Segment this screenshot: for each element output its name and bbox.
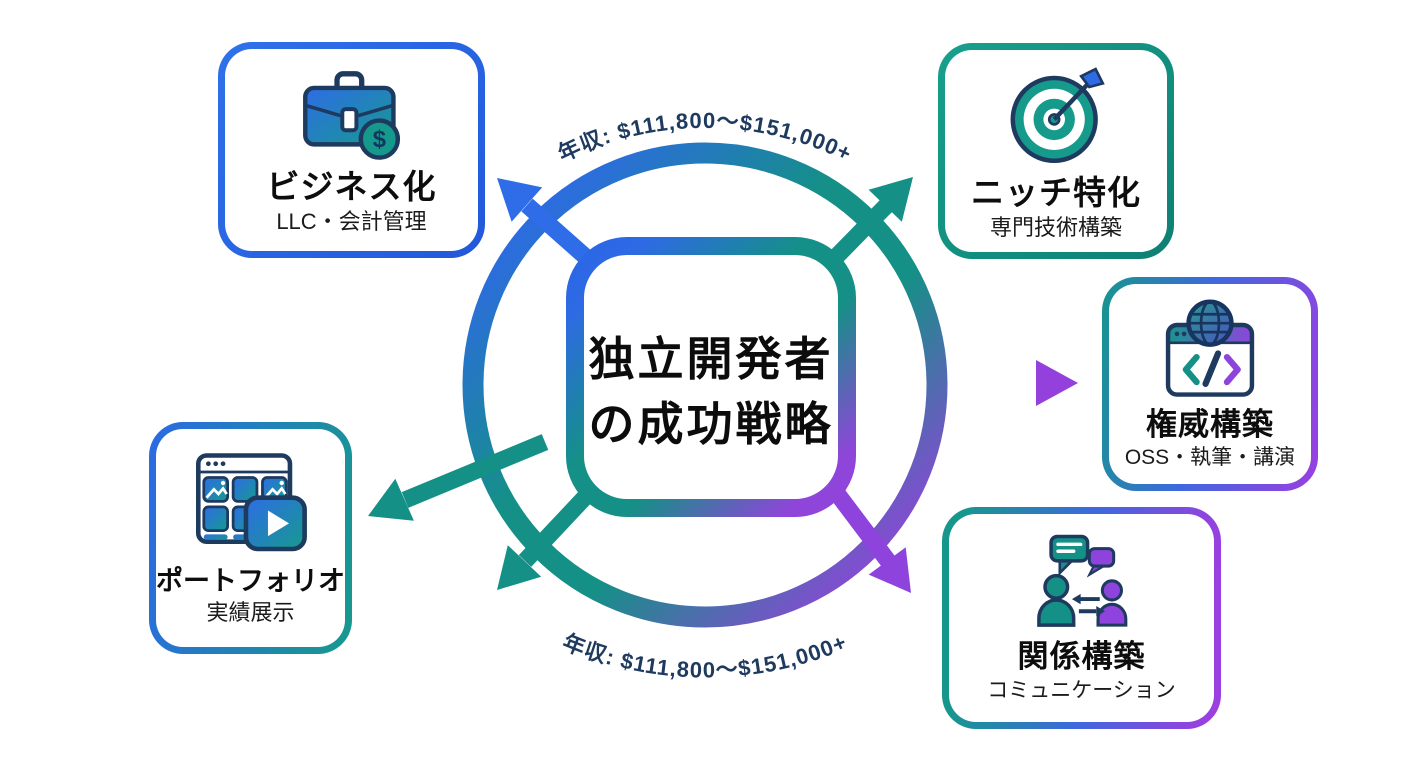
node-niche-card: ニッチ特化 専門技術構築 — [938, 43, 1174, 259]
briefcase-dollar-icon: $ — [302, 71, 400, 160]
center-title-line1: 独立開発者 — [589, 333, 834, 385]
node-authority-body: 権威構築 OSS・執筆・講演 — [1109, 284, 1311, 484]
arrow-to-relationship — [829, 486, 911, 593]
node-niche-subtitle: 専門技術構築 — [989, 215, 1122, 241]
portfolio-play-icon — [195, 452, 307, 552]
node-authority-title: 権威構築 — [1146, 406, 1274, 442]
node-portfolio-subtitle: 実績展示 — [206, 599, 295, 625]
node-portfolio-body: ポートフォリオ 実績展示 — [156, 429, 345, 647]
node-business-title: ビジネス化 — [266, 167, 437, 205]
node-niche-title: ニッチ特化 — [971, 174, 1141, 212]
center-panel — [566, 237, 856, 517]
arrow-to-business — [497, 178, 594, 266]
node-relationship-subtitle: コミュニケーション — [987, 678, 1176, 702]
arrow-to-niche — [827, 177, 913, 265]
node-business-card: $ ビジネス化 LLC・会計管理 — [218, 42, 485, 258]
node-business-body: $ ビジネス化 LLC・会計管理 — [225, 49, 478, 251]
code-browser-globe-icon — [1165, 299, 1255, 397]
svg-text:$: $ — [372, 126, 385, 153]
center-title-line2: の成功戦略 — [589, 398, 834, 450]
node-relationship-title: 関係構築 — [1017, 639, 1146, 675]
arrow-to-portfolio — [368, 434, 549, 521]
arrow-down-left — [497, 488, 595, 590]
annual-income-arc-bottom: 年収: $111,800〜$151,000+ — [559, 629, 851, 682]
people-chat-icon — [1037, 534, 1128, 627]
node-portfolio-title: ポートフォリオ — [156, 565, 345, 596]
node-relationship-card: 関係構築 コミュニケーション — [942, 507, 1221, 729]
node-authority-subtitle: OSS・執筆・講演 — [1124, 446, 1296, 470]
node-portfolio-card: ポートフォリオ 実績展示 — [149, 422, 352, 654]
target-dart-icon — [1010, 67, 1105, 164]
node-authority-card: 権威構築 OSS・執筆・講演 — [1102, 277, 1318, 491]
arrow-to-authority — [851, 360, 1078, 406]
node-niche-body: ニッチ特化 専門技術構築 — [945, 50, 1167, 252]
node-relationship-body: 関係構築 コミュニケーション — [949, 514, 1214, 722]
node-business-subtitle: LLC・会計管理 — [276, 208, 427, 234]
